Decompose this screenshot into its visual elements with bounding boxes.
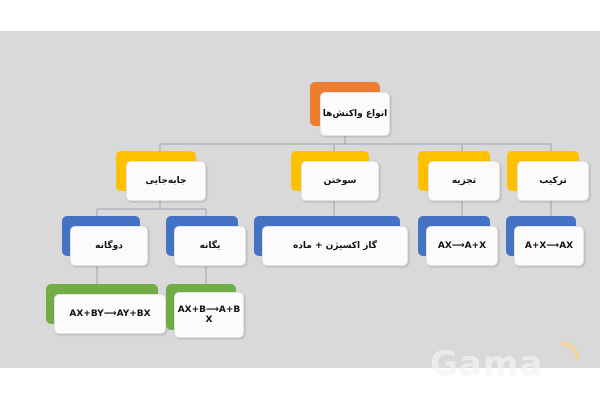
node-label: سوختن bbox=[323, 175, 357, 186]
node-label-box: ترکیب bbox=[517, 161, 589, 201]
node-label: گاز اکسیژن + ماده bbox=[292, 240, 378, 251]
node-label-box: AX+BY⟶AY+BX bbox=[54, 294, 166, 334]
node-label-box: انواع واکنش‌ها bbox=[320, 92, 390, 136]
node-label-box: جابه‌جایی bbox=[126, 161, 206, 201]
node-label: ترکیب bbox=[539, 175, 567, 186]
node-label-box: گاز اکسیژن + ماده bbox=[262, 226, 408, 266]
node-label: انواع واکنش‌ها bbox=[322, 108, 388, 119]
watermark-logo: Gama bbox=[430, 344, 544, 384]
node-label-box: سوختن bbox=[301, 161, 379, 201]
node-label-box: دوگانه bbox=[70, 226, 148, 266]
node-label: دوگانه bbox=[95, 240, 123, 251]
node-label: AX+BY⟶AY+BX bbox=[69, 308, 151, 319]
node-label: یگانه bbox=[199, 240, 221, 251]
node-label: جابه‌جایی bbox=[145, 175, 187, 186]
node-label-box: AX⟶A+X bbox=[426, 226, 498, 266]
node-label-box: A+X⟶AX bbox=[514, 226, 584, 266]
node-label-box: یگانه bbox=[174, 226, 246, 266]
node-label-box: تجزیه bbox=[428, 161, 500, 201]
node-label-box: AX+B⟶A+B X bbox=[174, 292, 244, 338]
node-label: تجزیه bbox=[451, 175, 477, 186]
node-label: AX+B⟶A+B X bbox=[177, 304, 241, 325]
node-label: A+X⟶AX bbox=[524, 240, 574, 251]
watermark-arc-icon bbox=[560, 341, 580, 361]
node-label: AX⟶A+X bbox=[437, 240, 487, 251]
